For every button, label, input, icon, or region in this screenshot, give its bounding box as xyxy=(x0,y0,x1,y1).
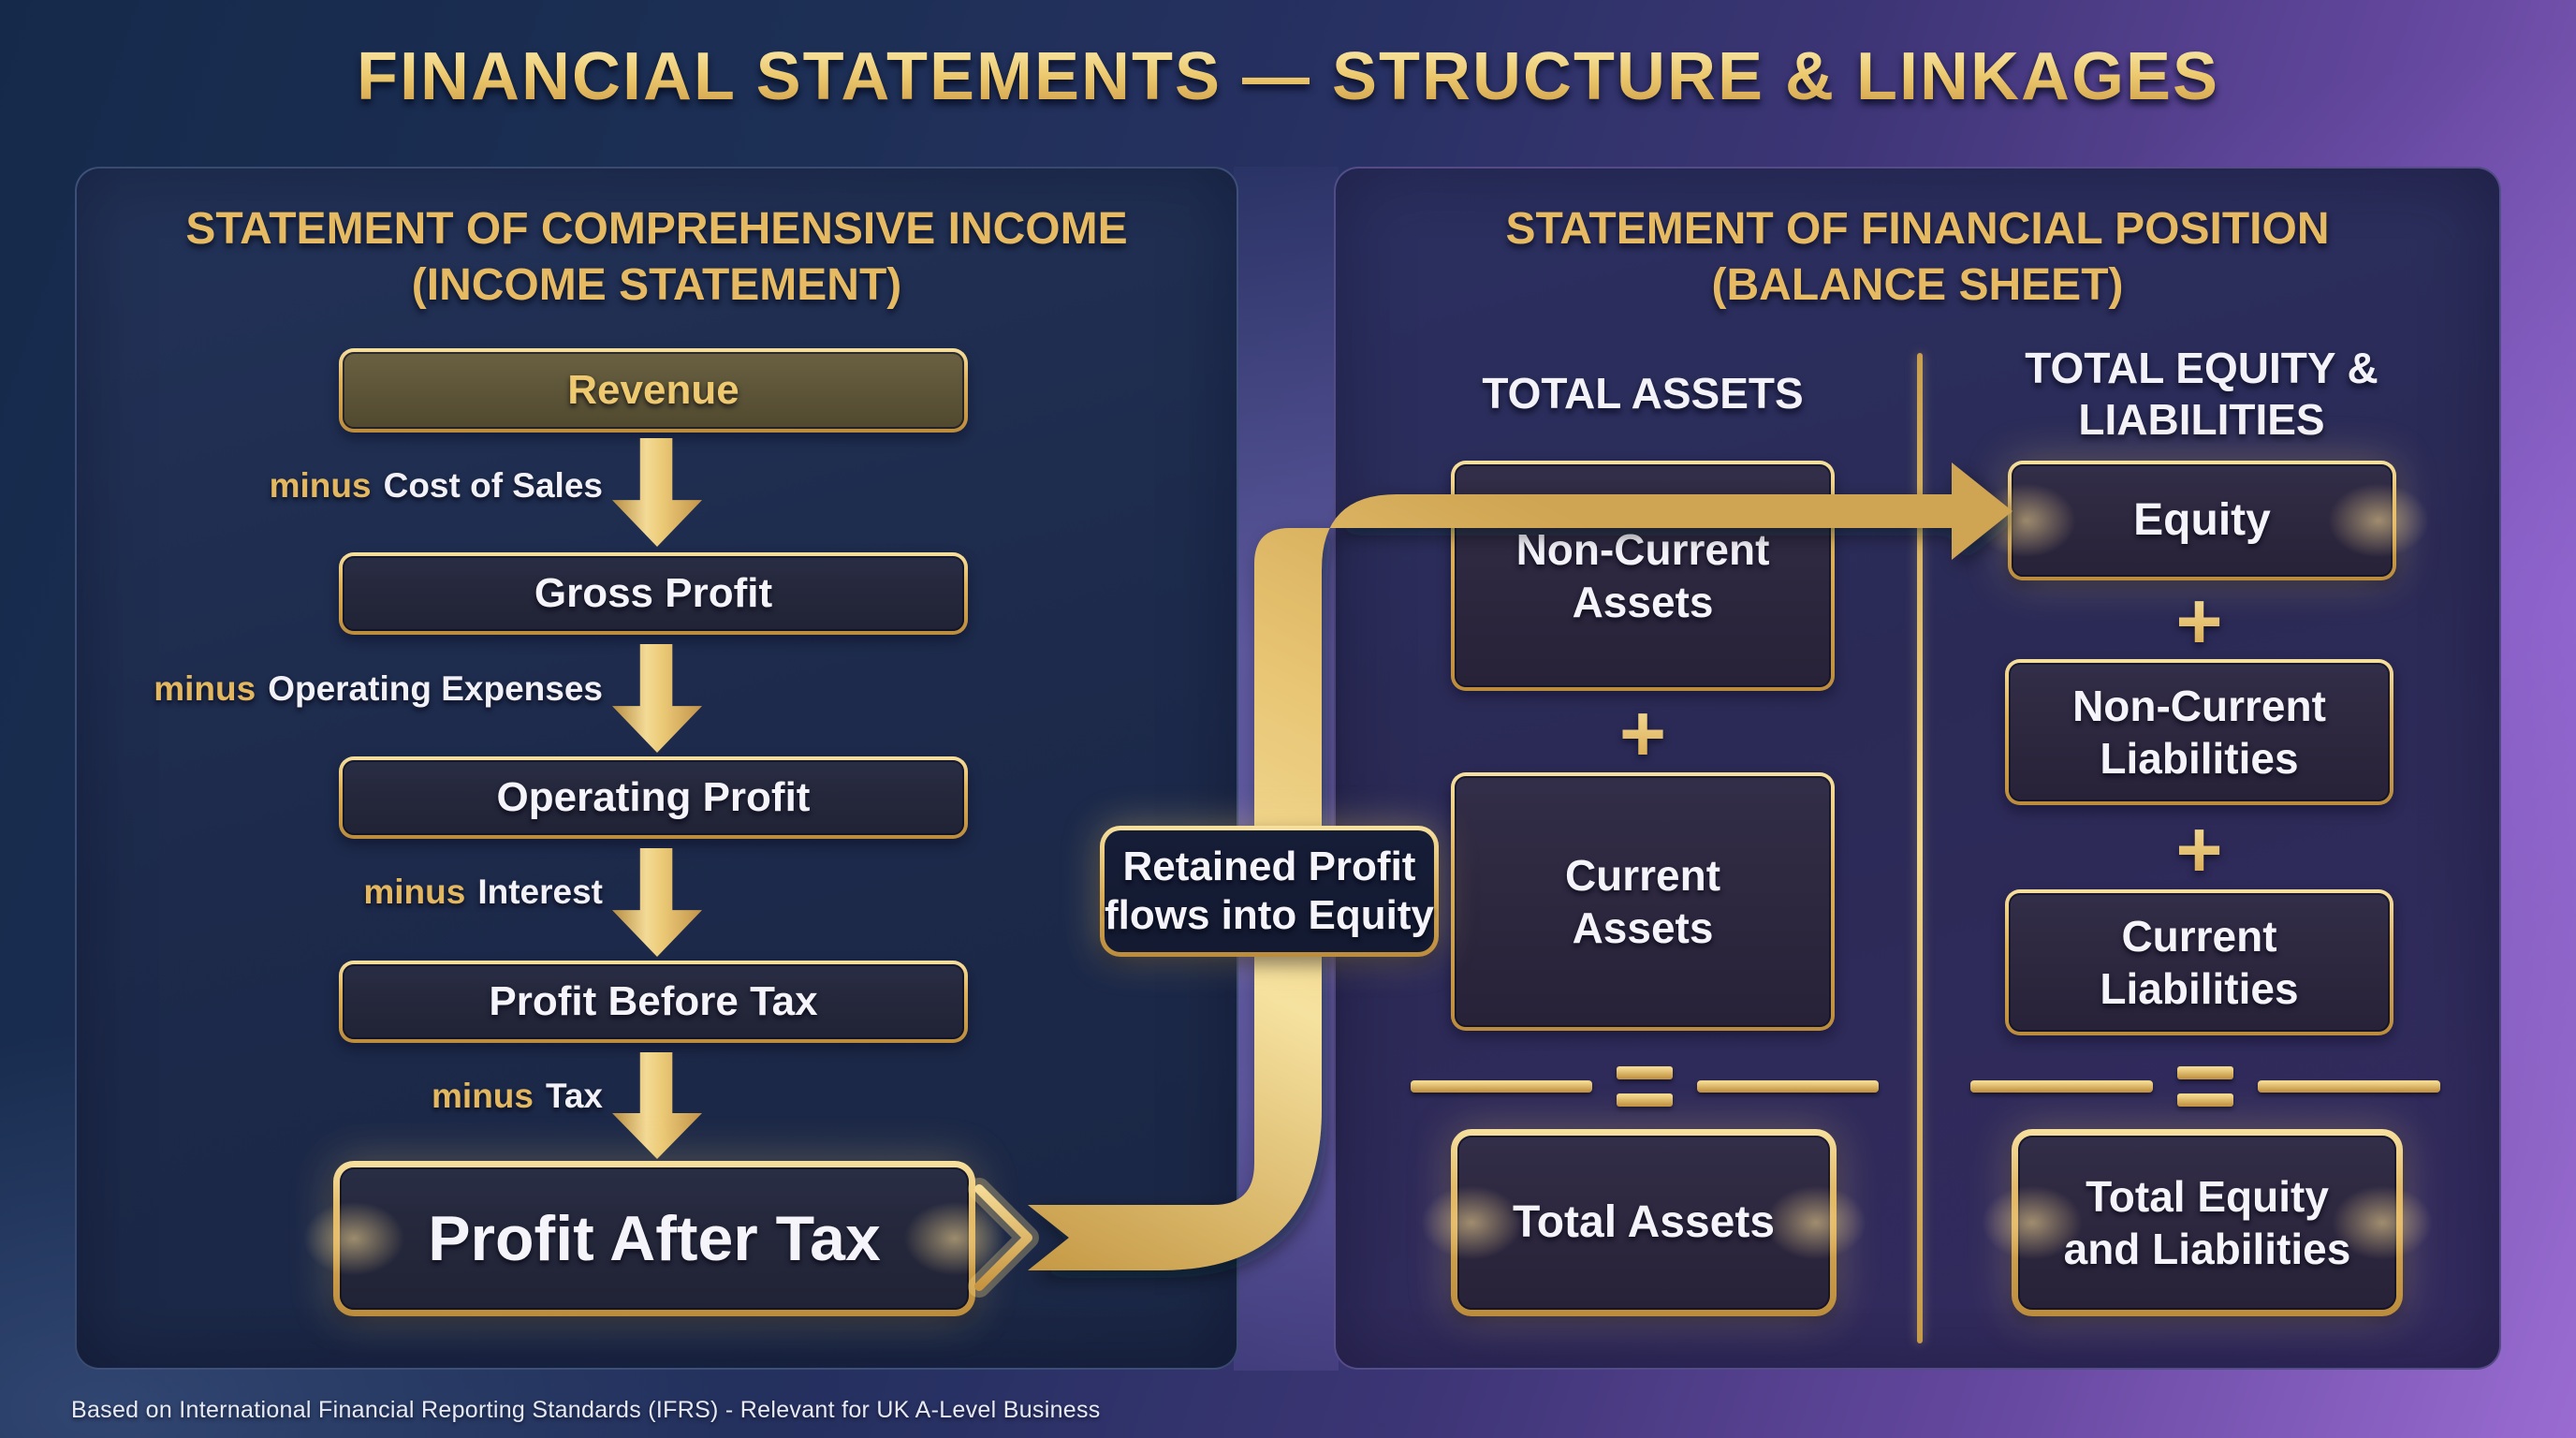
minus-tax-label: minus Tax xyxy=(432,1074,603,1119)
balance-sheet-heading-line2: (BALANCE SHEET) xyxy=(1711,260,2124,310)
header-line1: TOTAL EQUITY & xyxy=(2025,344,2378,392)
non-current-liabilities-box: Non-Current Liabilities xyxy=(2005,659,2393,805)
equals-line xyxy=(1697,1079,1879,1093)
column-divider xyxy=(1917,353,1923,1343)
minus-interest-label: minus Interest xyxy=(363,870,603,915)
equals-row xyxy=(1411,1060,1879,1112)
equals-line xyxy=(2258,1079,2440,1093)
tax-text: Tax xyxy=(545,1077,603,1115)
total-assets-box: Total Assets xyxy=(1451,1129,1837,1316)
operating-profit-box: Operating Profit xyxy=(339,756,968,839)
header-line2: LIABILITIES xyxy=(2078,395,2325,444)
equals-bar xyxy=(2177,1065,2233,1079)
cost-of-sales-text: Cost of Sales xyxy=(383,466,603,505)
page-title: FINANCIAL STATEMENTS — STRUCTURE & LINKA… xyxy=(0,39,2576,114)
gross-profit-box: Gross Profit xyxy=(339,552,968,635)
panel-gap-highlight xyxy=(1234,167,1339,1371)
down-arrow-icon xyxy=(612,644,702,753)
down-arrow-icon xyxy=(612,438,702,547)
equals-sign xyxy=(1617,1065,1673,1107)
down-arrow-icon xyxy=(612,1052,702,1159)
current-assets-box: Current Assets xyxy=(1451,772,1835,1031)
minus-cost-of-sales-label: minus Cost of Sales xyxy=(270,463,603,508)
profit-before-tax-box: Profit Before Tax xyxy=(339,961,968,1043)
retained-profit-label: Retained Profit flows into Equity xyxy=(1100,826,1439,957)
equals-row xyxy=(1970,1060,2440,1112)
income-statement-heading-line2: (INCOME STATEMENT) xyxy=(411,260,902,310)
operating-expenses-text: Operating Expenses xyxy=(268,669,603,708)
equals-bar xyxy=(2177,1093,2233,1107)
balance-sheet-heading-line1: STATEMENT OF FINANCIAL POSITION xyxy=(1505,204,2330,254)
current-liabilities-box: Current Liabilities xyxy=(2005,889,2393,1035)
profit-after-tax-box: Profit After Tax xyxy=(333,1161,975,1316)
interest-text: Interest xyxy=(477,873,603,911)
retained-profit-label-line1: Retained Profit xyxy=(1122,844,1416,889)
total-equity-liabilities-column-header: TOTAL EQUITY & LIABILITIES xyxy=(2005,343,2398,446)
equals-line xyxy=(1970,1079,2153,1093)
equals-bar xyxy=(1617,1065,1673,1079)
minus-word: minus xyxy=(432,1077,534,1115)
balance-sheet-panel: STATEMENT OF FINANCIAL POSITION (BALANCE… xyxy=(1334,167,2501,1370)
revenue-box: Revenue xyxy=(339,348,968,433)
minus-operating-expenses-label: minus Operating Expenses xyxy=(154,667,603,712)
non-current-assets-box: Non-Current Assets xyxy=(1451,461,1835,691)
footer-note: Based on International Financial Reporti… xyxy=(71,1397,1101,1423)
minus-word: minus xyxy=(154,669,256,708)
income-statement-panel: STATEMENT OF COMPREHENSIVE INCOME (INCOM… xyxy=(75,167,1238,1370)
total-equity-and-liabilities-box: Total Equity and Liabilities xyxy=(2012,1129,2403,1316)
total-assets-column-header: TOTAL ASSETS xyxy=(1482,369,1804,418)
income-statement-heading-line1: STATEMENT OF COMPREHENSIVE INCOME xyxy=(185,204,1128,254)
equity-box: Equity xyxy=(2008,461,2396,580)
retained-profit-label-line2: flows into Equity xyxy=(1105,892,1434,938)
plus-sign: + xyxy=(2005,579,2393,665)
down-arrow-icon xyxy=(612,848,702,957)
minus-word: minus xyxy=(269,466,372,505)
plus-sign: + xyxy=(1451,691,1835,777)
plus-sign: + xyxy=(2005,807,2393,893)
minus-word: minus xyxy=(363,873,466,911)
equals-sign xyxy=(2177,1065,2233,1107)
equals-line xyxy=(1411,1079,1592,1093)
equals-bar xyxy=(1617,1093,1673,1107)
